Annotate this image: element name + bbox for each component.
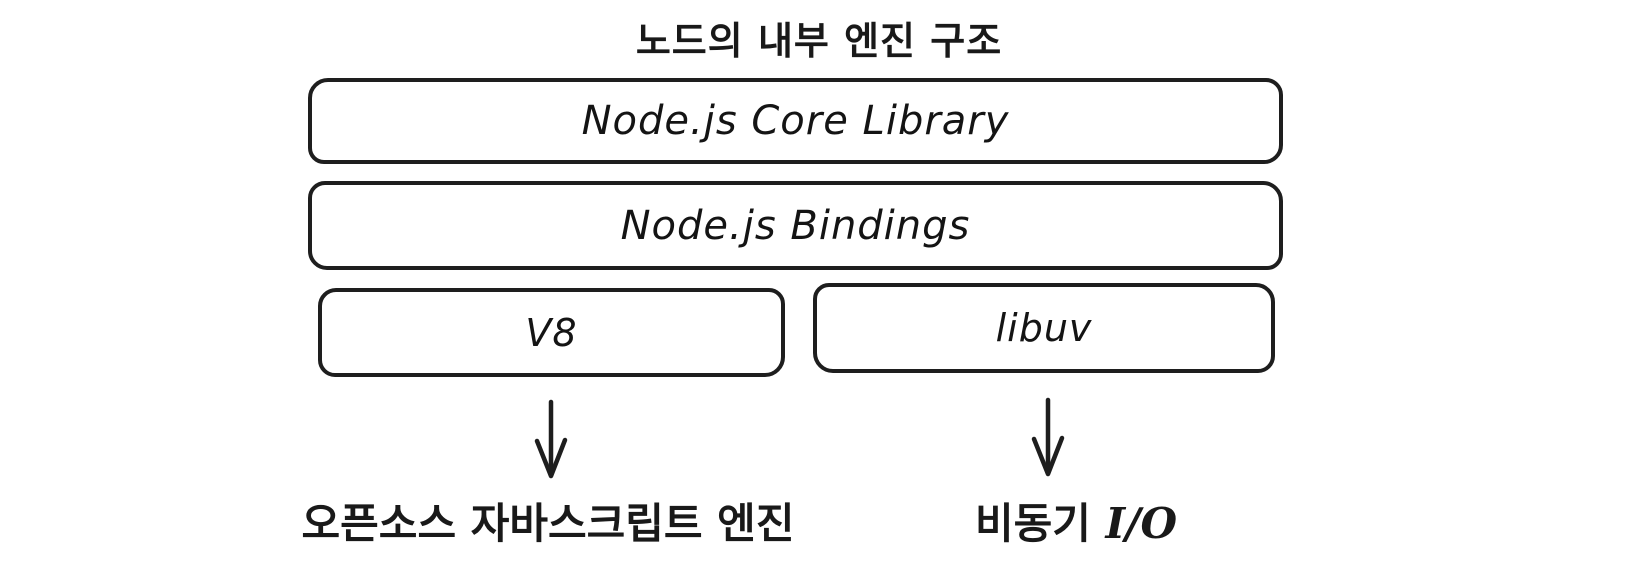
down-arrow-icon: [1031, 397, 1065, 477]
box-libuv: libuv: [813, 283, 1275, 373]
libuv-caption: 비동기 I/O: [876, 490, 1276, 551]
v8-caption: 오픈소스 자바스크립트 엔진: [298, 490, 798, 551]
box-v8: V8: [318, 288, 785, 377]
nodejs-bindings-label: Node.js Bindings: [620, 202, 971, 249]
libuv-caption-korean: 비동기: [974, 499, 1106, 548]
down-arrow-icon: [534, 399, 568, 479]
v8-caption-text: 오픈소스 자바스크립트 엔진: [301, 499, 795, 548]
box-nodejs-bindings: Node.js Bindings: [308, 181, 1283, 270]
box-nodejs-core-library: Node.js Core Library: [308, 78, 1283, 164]
v8-label: V8: [525, 310, 578, 355]
diagram-title: 노드의 내부 엔진 구조: [635, 19, 1003, 63]
nodejs-core-library-label: Node.js Core Library: [581, 98, 1010, 144]
libuv-label: libuv: [995, 306, 1093, 350]
libuv-caption-io: I/O: [1105, 499, 1178, 548]
